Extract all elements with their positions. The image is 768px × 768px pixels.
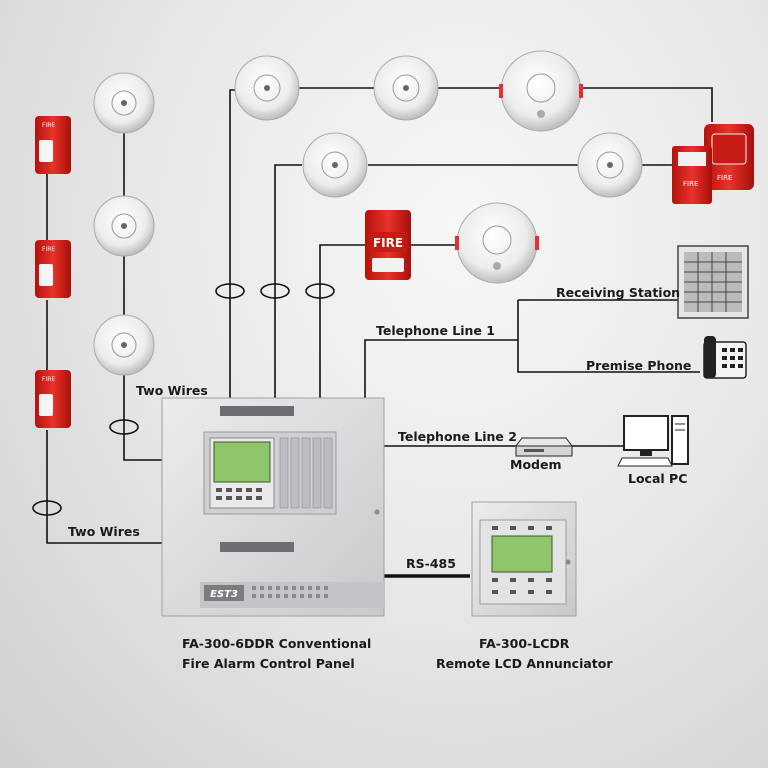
wire-loop-marker — [260, 283, 290, 299]
local-pc-icon — [617, 415, 689, 467]
smoke-detector-row2-1 — [302, 132, 368, 198]
svg-text:FIRE: FIRE — [683, 180, 698, 188]
horn-strobe-1: FIRE — [35, 116, 71, 174]
horn-strobe-3: FIRE — [35, 370, 71, 428]
label-local-pc: Local PC — [628, 471, 687, 486]
label-receiving-station: Receiving Station — [556, 285, 680, 300]
pull-station-pair: FIRE FIRE — [672, 124, 754, 204]
label-two-wires-bottom: Two Wires — [68, 524, 140, 539]
annunciator-caption-line1: FA-300-LCDR — [479, 636, 570, 651]
label-two-wires-top: Two Wires — [136, 383, 208, 398]
heat-detector-row3 — [455, 202, 539, 284]
smoke-detector-left-3 — [93, 314, 155, 376]
panel-caption-line1: FA-300-6DDR Conventional — [182, 636, 371, 651]
svg-text:FIRE: FIRE — [42, 376, 55, 383]
horn-strobe-2: FIRE — [35, 240, 71, 298]
wiring — [46, 87, 713, 578]
wire-loop-marker — [109, 419, 139, 435]
heat-detector-top — [499, 50, 583, 132]
panel-brand-logo: EST3 — [210, 589, 238, 600]
panel-lcd — [213, 441, 271, 483]
wire-loop-marker — [215, 283, 245, 299]
premise-phone-icon — [703, 336, 747, 379]
label-rs485: RS-485 — [406, 556, 456, 571]
label-telephone-line-1: Telephone Line 1 — [376, 323, 495, 338]
svg-text:FIRE: FIRE — [717, 174, 732, 182]
svg-text:FIRE: FIRE — [42, 246, 55, 253]
label-premise-phone: Premise Phone — [586, 358, 691, 373]
control-panel: EST3 — [161, 397, 385, 617]
annunciator-lcd — [491, 535, 553, 573]
panel-caption-line2: Fire Alarm Control Panel — [182, 656, 355, 671]
smoke-detector-row2-2 — [577, 132, 643, 198]
smoke-detector-top-1 — [234, 55, 300, 121]
svg-text:FIRE: FIRE — [42, 122, 55, 129]
wire-loop-marker — [32, 500, 62, 516]
diagram-labels: Two Wires Two Wires Receiving Station Te… — [68, 285, 691, 671]
svg-text:FIRE: FIRE — [373, 236, 403, 250]
wire-loop-markers — [32, 283, 335, 516]
label-modem: Modem — [510, 457, 561, 472]
smoke-detector-top-2 — [373, 55, 439, 121]
smoke-detector-left-2 — [93, 195, 155, 257]
fire-horn-strobe: FIRE — [365, 210, 411, 280]
annunciator-caption-line2: Remote LCD Annunciator — [436, 656, 613, 671]
remote-annunciator — [471, 501, 577, 617]
label-telephone-line-2: Telephone Line 2 — [398, 429, 517, 444]
modem-icon — [515, 437, 573, 457]
receiving-station-equipment — [677, 245, 749, 319]
smoke-detector-left-1 — [93, 72, 155, 134]
wire-loop-marker — [305, 283, 335, 299]
